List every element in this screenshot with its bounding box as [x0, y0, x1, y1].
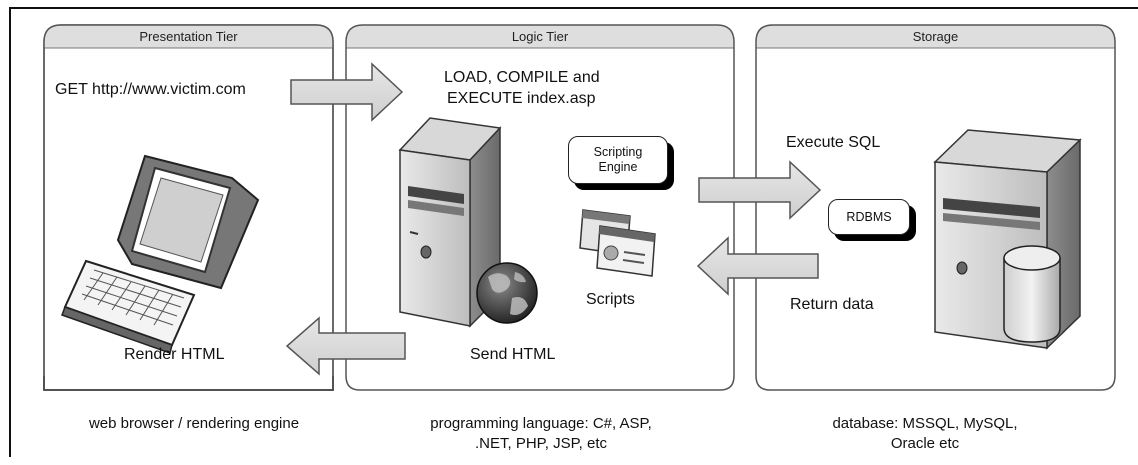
diagram-frame — [9, 7, 1138, 457]
storage-tier-title: Storage — [912, 29, 959, 44]
scripts-icon — [579, 209, 656, 277]
http-request-label: GET http://www.victim.com — [55, 81, 246, 98]
storage-caption: database: MSSQL, MySQL, Oracle etc — [780, 414, 1070, 454]
load-compile-label: LOAD, COMPILE and — [444, 69, 600, 86]
scripts-label: Scripts — [586, 291, 635, 308]
scripting-engine-box: Scripting Engine — [568, 136, 668, 184]
render-html-label: Render HTML — [124, 346, 225, 363]
execute-sql-label: Execute SQL — [786, 134, 881, 151]
return-data-label: Return data — [790, 296, 874, 313]
globe-icon — [476, 262, 538, 324]
scripting-engine-label-line1: Scripting — [593, 145, 643, 159]
logic-caption: programming language: C#, ASP, .NET, PHP… — [386, 414, 696, 454]
scripting-engine-label-line2: Engine — [598, 160, 638, 174]
logic-caption-line1: programming language: C#, ASP, — [430, 415, 652, 432]
execute-page-label: EXECUTE index.asp — [447, 90, 596, 107]
render-arrow — [285, 316, 406, 376]
request-arrow — [290, 62, 404, 122]
presentation-caption-text: web browser / rendering engine — [88, 415, 300, 432]
logic-caption-line2: .NET, PHP, JSP, etc — [474, 435, 607, 452]
send-html-label: Send HTML — [470, 346, 556, 363]
return-data-arrow — [696, 236, 819, 296]
rdbms-label: RDBMS — [846, 209, 892, 224]
execute-sql-arrow — [698, 160, 822, 220]
logic-tier-title: Logic Tier — [511, 29, 569, 44]
storage-caption-line2: Oracle etc — [890, 435, 960, 452]
storage-caption-line1: database: MSSQL, MySQL, — [832, 415, 1018, 432]
rdbms-box: RDBMS — [828, 199, 910, 235]
laptop-icon — [61, 154, 260, 354]
presentation-caption: web browser / rendering engine — [44, 414, 344, 434]
presentation-tier-title: Presentation Tier — [139, 29, 238, 44]
database-cylinder-icon — [1003, 245, 1061, 343]
